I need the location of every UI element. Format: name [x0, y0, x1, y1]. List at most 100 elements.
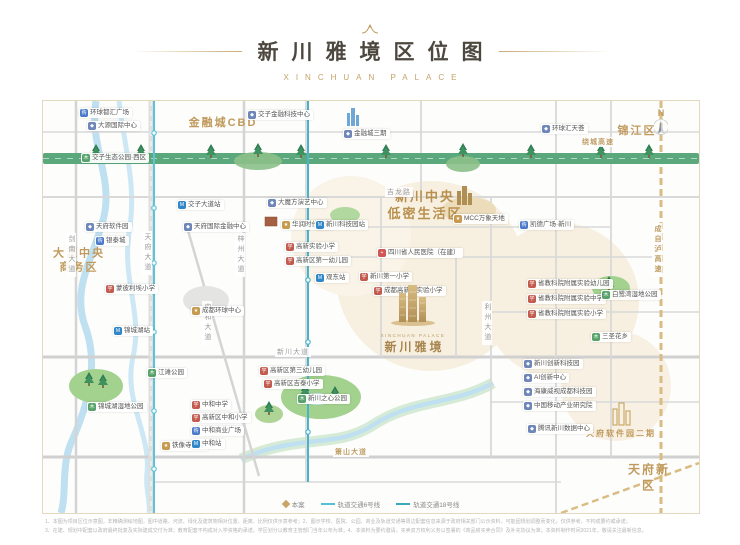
poi-label: 中和商业广场	[202, 427, 241, 435]
legend-item: 轨道交通18号线	[396, 499, 459, 509]
legend-label: 轨道交通18号线	[413, 502, 460, 509]
poi-label: 锦城湖湿地公园	[98, 403, 144, 411]
mall-icon: 购	[192, 427, 200, 435]
hospital-icon: +	[378, 249, 386, 257]
legend-swatch-m18-icon	[396, 503, 411, 505]
poi-label: 中和中学	[202, 401, 228, 409]
map-poi: ◆海康威视成都科技园	[523, 387, 596, 397]
school-icon: 学	[106, 285, 114, 293]
poi-label: 金融城三期	[354, 130, 387, 138]
school-icon: 学	[264, 380, 272, 388]
landmark-icon: ★	[162, 442, 170, 450]
map-poi: ◆大源国际中心	[87, 121, 140, 131]
biz-icon: ◆	[268, 199, 276, 207]
poi-label: 白鹭湾湿地公园	[612, 291, 658, 299]
poi-label: 江滩公园	[158, 369, 184, 377]
landmark-icon: ★	[454, 215, 462, 223]
poi-label: 省教科院附属实验小学	[538, 310, 603, 318]
park-icon: 木	[88, 403, 96, 411]
project-towers-icon	[391, 285, 435, 326]
biz-icon: ◆	[542, 125, 550, 133]
biz-icon: ◆	[86, 223, 94, 231]
poi-label: 省教科院附属实验中学	[538, 295, 603, 303]
landmark-icon: ★	[192, 307, 200, 315]
poi-label: 三圣花乡	[602, 333, 628, 341]
map-poi: ★铁像寺水街	[161, 441, 208, 451]
metro-icon: M	[114, 327, 122, 335]
road-label: 箫山大道	[333, 447, 369, 457]
map-poi: +四川省人民医院（在建）	[377, 248, 463, 258]
title-divider-left	[129, 50, 242, 52]
poi-label: 天府国际金融中心	[194, 223, 246, 231]
disclaimer-line-2: 3、在建、规划中配套以政府最终批复及实际建成交付为准；教育配套不构成对入学资格的…	[45, 528, 647, 534]
map-poi: 购凯德广场·新川	[519, 220, 575, 230]
compass-n-label: N	[657, 108, 665, 118]
district-label: 锦江区	[617, 124, 657, 137]
ring-expressway-band	[43, 153, 699, 164]
map-poi: ◆交子金融科技中心	[247, 110, 313, 120]
poi-label: 交子大道站	[188, 201, 221, 209]
road-label: 利州大道	[482, 301, 492, 345]
map-poi: 学中和中学	[191, 400, 231, 410]
map-poi: 购环球都汇广场	[79, 108, 132, 118]
map-poi: ◆腾讯新川数据中心	[527, 424, 593, 434]
poi-label: 蒙彼利埃小学	[116, 285, 155, 293]
compass: N	[647, 109, 675, 141]
poi-label: 大源国际中心	[98, 122, 137, 130]
map-poi: 学蒙彼利埃小学	[105, 284, 158, 294]
road-label: 吉龙路	[385, 187, 413, 197]
road-label: 成自泸高速	[652, 223, 662, 277]
district-label: 金融城CBD	[188, 116, 258, 129]
poi-label: 铁像寺水街	[172, 442, 205, 450]
map-poi: ◆天府软件园	[85, 222, 132, 232]
map-poi: 学高新区第三幼儿园	[259, 366, 325, 376]
biz-icon: ◆	[528, 425, 536, 433]
biz-icon: ◆	[524, 360, 532, 368]
map-poi: 木锦城湖湿地公园	[87, 402, 147, 412]
poi-label: 新川第一小学	[370, 273, 409, 281]
biz-icon: ◆	[524, 374, 532, 382]
map-poi: 木三圣花乡	[591, 332, 631, 342]
project-name: 新川雅境	[384, 340, 445, 354]
legend-swatch-m6-icon	[320, 503, 335, 505]
school-icon: 学	[286, 257, 294, 265]
map-poi: ◆中国移动产业研究院	[523, 401, 596, 411]
poi-label: 新川科技园站	[326, 221, 365, 229]
park-icon: 木	[148, 369, 156, 377]
map-poi: ◆环球汇天荟	[541, 124, 588, 134]
poi-label: AI创新中心	[534, 374, 567, 382]
mall-icon: 购	[520, 221, 528, 229]
map-poi: 学新川第一小学	[359, 272, 412, 282]
poi-label: 大魔方演艺中心	[278, 199, 324, 207]
map-poi: 购中和商业广场	[191, 426, 244, 436]
map-poi: ◆天府国际金融中心	[183, 222, 249, 232]
map-poi: 学高新实验小学	[285, 242, 338, 252]
road-label: 新川大道	[275, 347, 311, 357]
biz-icon: ◆	[184, 223, 192, 231]
school-icon: 学	[192, 401, 200, 409]
poi-label: 海康威视成都科技园	[534, 388, 593, 396]
metro-icon: M	[316, 274, 324, 282]
poi-label: 高新区第三幼儿园	[270, 367, 322, 375]
header-ornament-icon	[361, 24, 379, 34]
disclaimer-line-1: 1、本图为项目区位示意图，非精确测绘地图，图中道路、河流、绿化及建筑物相对位置、…	[45, 519, 631, 525]
poi-label: 高新区吉泰小学	[274, 380, 320, 388]
park-icon: 木	[602, 291, 610, 299]
poi-label: 高新区中和小学	[202, 414, 248, 422]
poi-label: 锦城湖站	[124, 327, 150, 335]
biz-icon: ◆	[344, 130, 352, 138]
map-poi: 学高新区中和小学	[191, 413, 251, 423]
poi-label: 四川省人民医院（在建）	[388, 249, 460, 257]
map-poi: 木白鹭湾湿地公园	[601, 290, 661, 300]
poi-label: 新川创新科技园	[534, 360, 580, 368]
poi-label: 省教科院附属实验幼儿园	[538, 280, 610, 288]
road-label: 剑南大道	[66, 233, 76, 277]
title-divider-right	[498, 50, 611, 52]
map-poi: 购银泰城	[95, 236, 129, 246]
legend-item: 本案	[281, 499, 305, 509]
header: 新川雅境区位图 XINCHUAN PALACE	[0, 24, 740, 82]
map-poi: ◆新川创新科技园	[523, 359, 583, 369]
